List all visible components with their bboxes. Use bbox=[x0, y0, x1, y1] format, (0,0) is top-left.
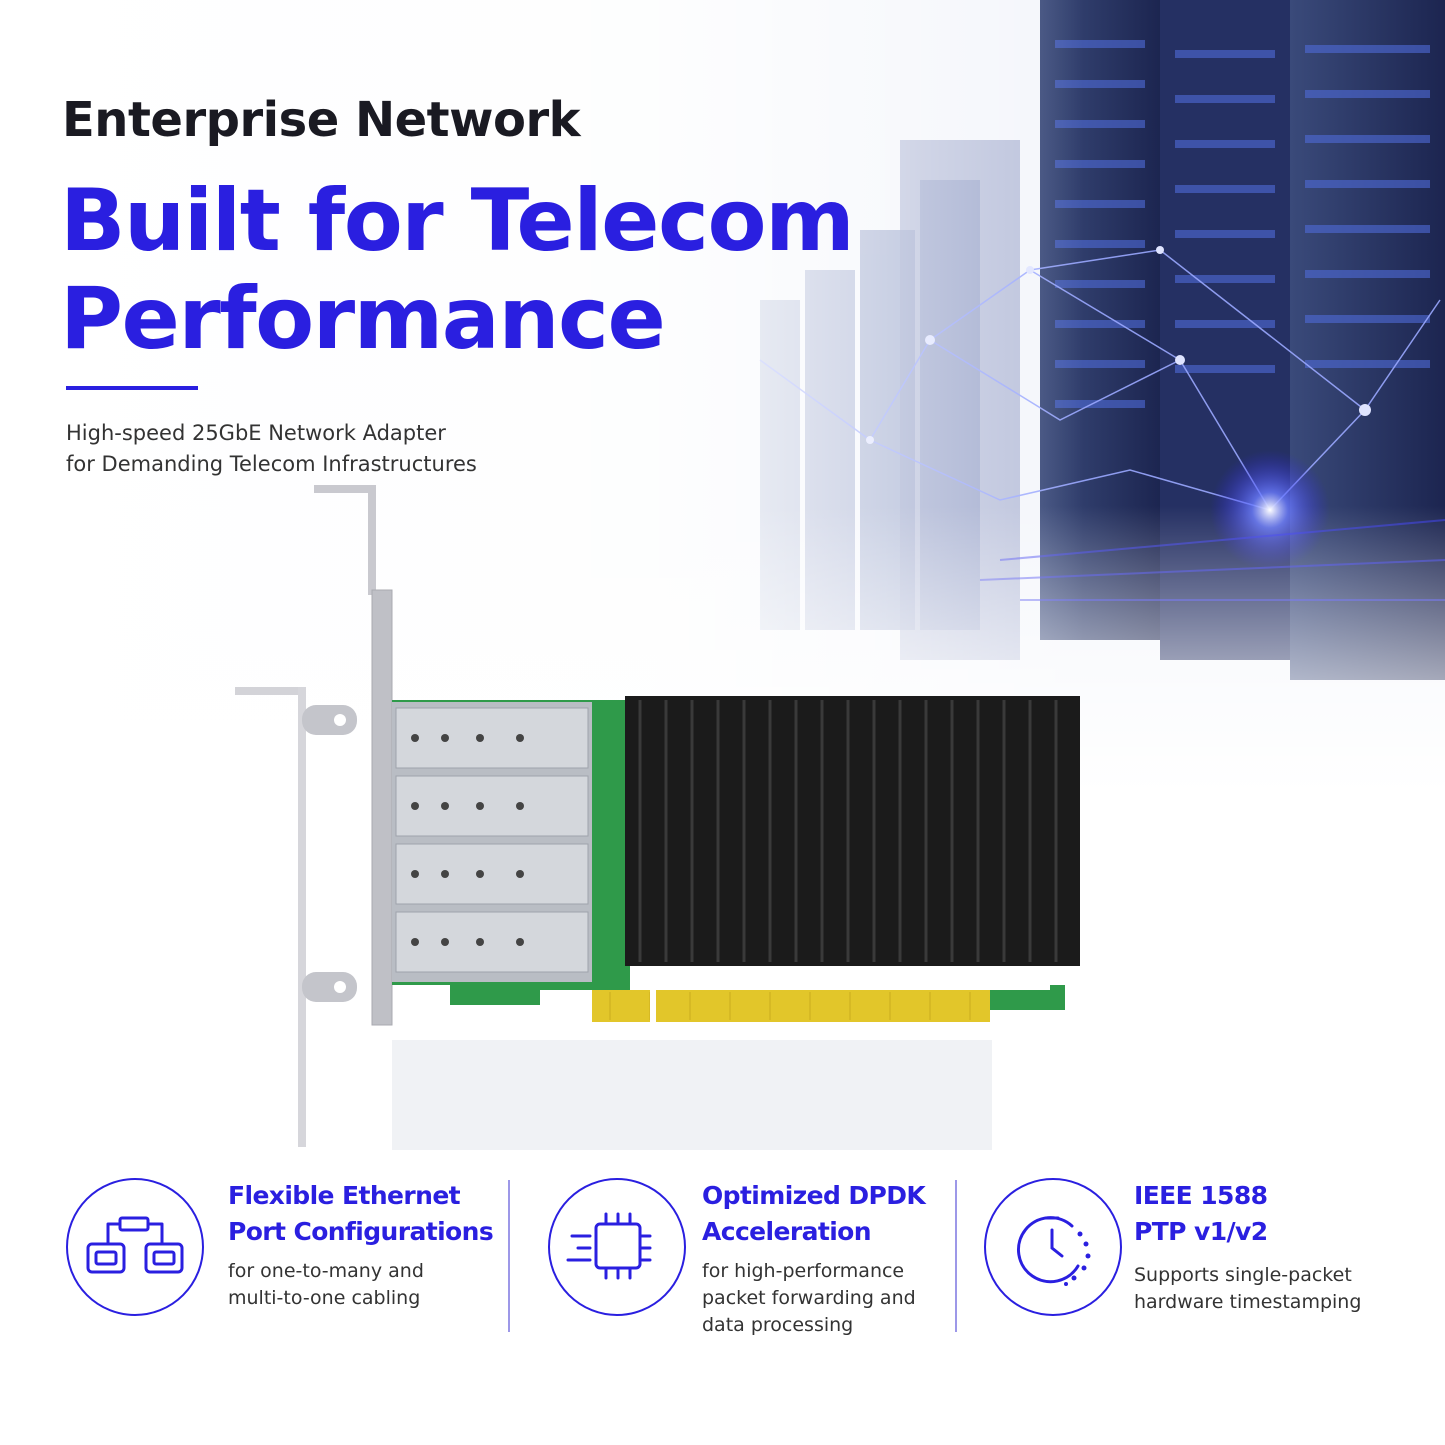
page-title: Built for Telecom Performance bbox=[60, 171, 855, 369]
feature-desc-line-1: Supports single-packet bbox=[1134, 1264, 1352, 1286]
full-height-bracket bbox=[314, 485, 374, 493]
processor-chip-icon bbox=[548, 1178, 686, 1316]
feature-description: for one-to-many and multi-to-one cabling bbox=[228, 1258, 424, 1312]
feature-divider bbox=[955, 1180, 957, 1332]
feature-title: Optimized DPDK Acceleration bbox=[702, 1178, 926, 1250]
feature-description: Supports single-packet hardware timestam… bbox=[1134, 1262, 1361, 1316]
title-line-2: Performance bbox=[60, 269, 666, 369]
feature-title-line-1: IEEE 1588 bbox=[1134, 1181, 1268, 1210]
title-line-1: Built for Telecom bbox=[60, 171, 855, 271]
subtitle: High-speed 25GbE Network Adapter for Dem… bbox=[66, 418, 477, 480]
feature-divider bbox=[508, 1180, 510, 1332]
feature-desc-line-3: data processing bbox=[702, 1314, 854, 1336]
sfp-ports bbox=[392, 702, 592, 982]
feature-title-line-1: Optimized DPDK bbox=[702, 1181, 926, 1210]
feature-desc-line-2: multi-to-one cabling bbox=[228, 1287, 421, 1309]
clock-icon bbox=[984, 1178, 1122, 1316]
low-profile-bracket bbox=[235, 687, 305, 695]
feature-description: for high-performance packet forwarding a… bbox=[702, 1258, 916, 1339]
feature-title-line-1: Flexible Ethernet bbox=[228, 1181, 461, 1210]
feature-desc-line-2: hardware timestamping bbox=[1134, 1291, 1362, 1313]
subtitle-line-1: High-speed 25GbE Network Adapter bbox=[66, 421, 446, 445]
feature-desc-line-2: packet forwarding and bbox=[702, 1287, 916, 1309]
feature-title: IEEE 1588 PTP v1/v2 bbox=[1134, 1178, 1268, 1250]
feature-title: Flexible Ethernet Port Configurations bbox=[228, 1178, 494, 1250]
feature-desc-line-1: for one-to-many and bbox=[228, 1260, 424, 1282]
feature-title-line-2: PTP v1/v2 bbox=[1134, 1217, 1268, 1246]
feature-title-line-2: Port Configurations bbox=[228, 1217, 494, 1246]
ethernet-ports-icon bbox=[66, 1178, 204, 1316]
feature-title-line-2: Acceleration bbox=[702, 1217, 872, 1246]
subtitle-line-2: for Demanding Telecom Infrastructures bbox=[66, 452, 477, 476]
feature-desc-line-1: for high-performance bbox=[702, 1260, 905, 1282]
kicker-heading: Enterprise Network bbox=[62, 92, 581, 148]
network-card-image bbox=[235, 485, 1080, 1150]
pcie-gold-contacts bbox=[592, 990, 990, 1022]
accent-rule bbox=[66, 386, 198, 390]
